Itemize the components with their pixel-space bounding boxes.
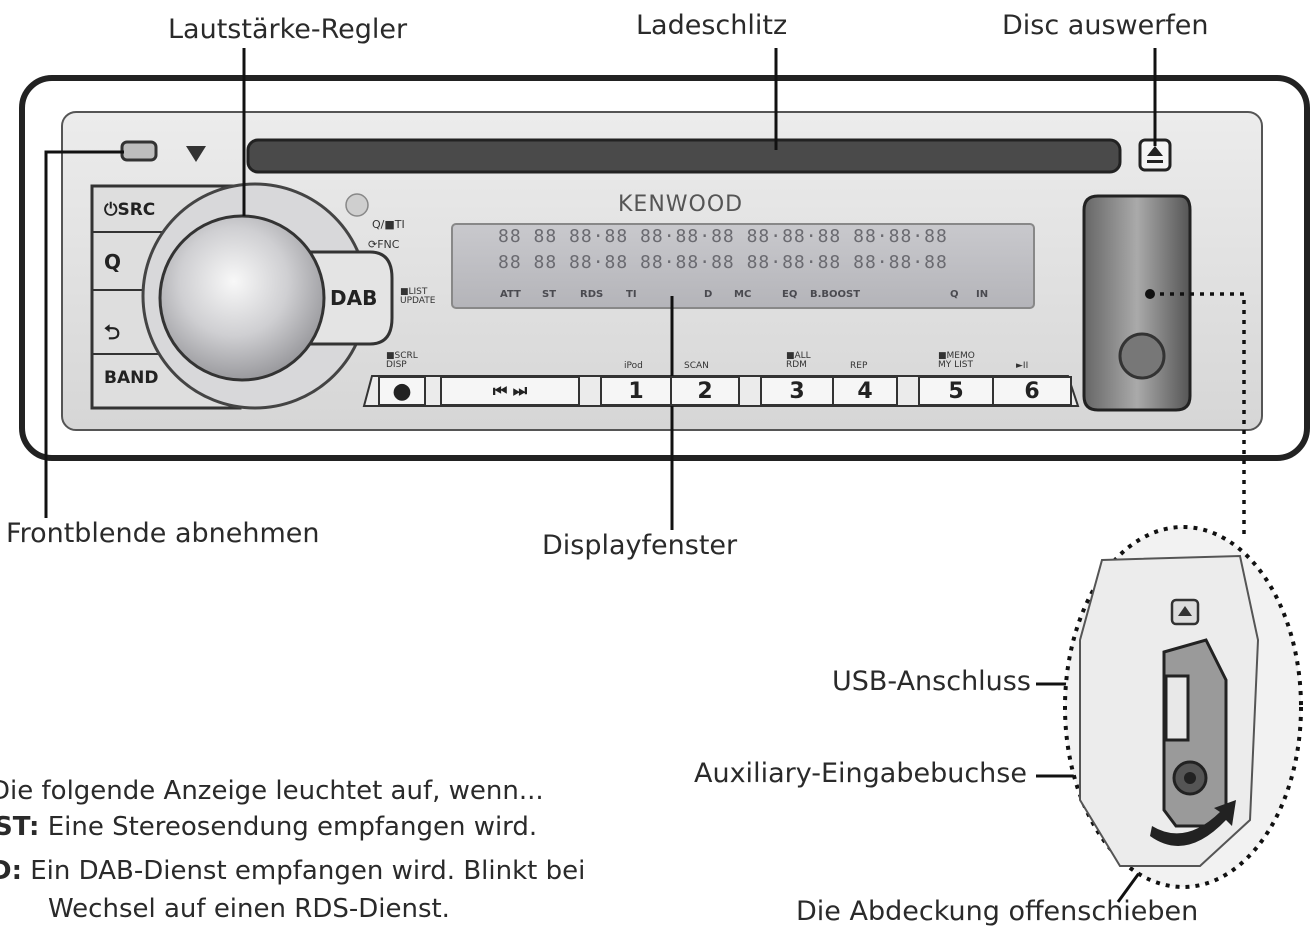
brand-logo: KENWOOD [618, 192, 744, 217]
label-display: Displayfenster [542, 530, 738, 561]
indicator-mc: MC [734, 289, 752, 300]
scrl-disp-button[interactable]: ● [378, 376, 426, 406]
caption-play-pause: ►II [1016, 361, 1029, 371]
caption-ipod: iPod [624, 361, 643, 371]
list-update-label: ■LIST UPDATE [400, 287, 436, 306]
volume-knob[interactable] [158, 214, 326, 382]
caption-memo-mylist: ■MEMO MY LIST [938, 351, 975, 370]
aux-jack-front [1118, 332, 1166, 380]
band-button[interactable]: BAND [104, 368, 159, 388]
indicator-rds: RDS [580, 289, 604, 300]
indicator-ti: TI [626, 289, 637, 300]
track-skip-buttons[interactable]: ⏮ ⏭ [440, 376, 580, 406]
indicator-d: D [704, 289, 713, 300]
lcd-segments-bottom: 88 88 88·88 88·88·88 88·88·88 88·88·88 [498, 252, 948, 273]
disc-slot [246, 138, 1122, 174]
usb-port [1164, 674, 1190, 742]
note-st-key: ST: [0, 812, 40, 842]
indicator-bboost: B.BOOST [810, 289, 861, 300]
zoom-connector [1150, 292, 1246, 538]
label-volume-knob: Lautstärke-Regler [168, 14, 408, 45]
preset-3-button[interactable]: 3 [760, 376, 834, 406]
eject-icon [1147, 146, 1163, 163]
lcd-display [451, 223, 1035, 309]
indicator-search: Q [950, 289, 959, 300]
search-button[interactable]: Q [104, 250, 122, 274]
preset-1-button[interactable]: 1 [600, 376, 672, 406]
caption-rep: REP [850, 361, 868, 371]
label-eject: Disc auswerfen [1002, 10, 1209, 41]
note-d-key: D: [0, 856, 22, 886]
note-d-line2: Wechsel auf einen RDS-Dienst. [48, 894, 450, 924]
qti-label: Q/■TI [372, 218, 405, 231]
note-d: D: Ein DAB-Dienst empfangen wird. Blinkt… [0, 856, 585, 886]
zoom-detail [1063, 525, 1303, 889]
fnc-label: ⟳FNC [368, 238, 400, 251]
dab-button-label: DAB [330, 286, 378, 310]
label-disc-slot: Ladeschlitz [636, 10, 788, 41]
note-st-text: Eine Stereosendung empfangen wird. [47, 812, 538, 842]
note-d-text: Ein DAB-Dienst empfangen wird. Blinkt be… [30, 856, 586, 886]
lcd-segments-top: 88 88 88·88 88·88·88 88·88·88 88·88·88 [498, 226, 948, 247]
indicator-in: IN [976, 289, 989, 300]
detach-button[interactable] [120, 140, 158, 162]
label-aux: Auxiliary-Eingabebuchse [694, 758, 1027, 789]
label-usb: USB-Anschluss [832, 666, 1031, 697]
preset-5-button[interactable]: 5 [918, 376, 994, 406]
triangle-down-icon [186, 146, 206, 162]
dab-button-shape[interactable] [298, 250, 394, 346]
slide-arrow [1150, 800, 1236, 846]
preset-2-button[interactable]: 2 [670, 376, 740, 406]
caption-all-rdm: ■ALL RDM [786, 351, 811, 370]
back-button[interactable]: ⮌ [104, 320, 121, 344]
src-button[interactable]: ⏻SRC [104, 200, 156, 220]
caption-scan: SCAN [684, 361, 709, 371]
indicator-eq: EQ [782, 289, 798, 300]
scrl-disp-label: ■SCRL DISP [386, 351, 418, 370]
indicator-st: ST [542, 289, 557, 300]
indicator-att: ATT [500, 289, 521, 300]
label-detach: Frontblende abnehmen [6, 518, 320, 549]
note-st: ST: Eine Stereosendung empfangen wird. [0, 812, 537, 842]
preset-4-button[interactable]: 4 [832, 376, 898, 406]
sensor-dot [345, 193, 369, 217]
note-intro: Die folgende Anzeige leuchtet auf, wenn.… [0, 776, 544, 806]
label-cover: Die Abdeckung offenschieben [796, 896, 1199, 927]
preset-6-button[interactable]: 6 [992, 376, 1072, 406]
